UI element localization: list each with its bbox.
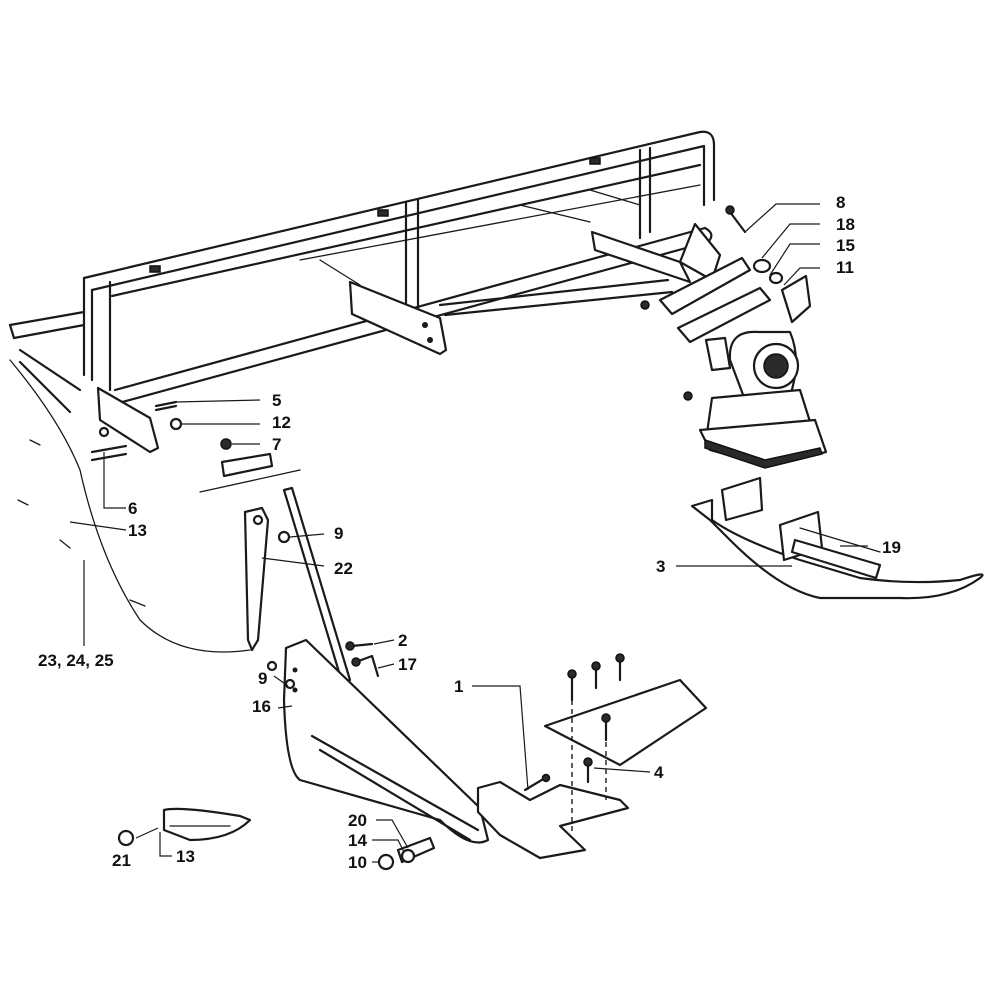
right-bracket-assembly	[640, 205, 812, 401]
motor-housing	[698, 330, 828, 469]
callout-3: 3	[656, 557, 665, 576]
leader-lines	[69, 203, 868, 863]
callout-21: 21	[112, 851, 131, 870]
callout-5: 5	[272, 391, 281, 410]
callout-15: 15	[836, 236, 855, 255]
callouts: 8 18 15 11 5 12 7 6 13 9 22 19 3 23, 24,…	[38, 193, 901, 872]
cross-bar	[96, 226, 713, 454]
mount-plate	[476, 653, 708, 860]
callout-6: 6	[128, 499, 137, 518]
callout-7: 7	[272, 435, 281, 454]
callout-9-lower: 9	[258, 669, 267, 688]
callout-13-lower: 13	[176, 847, 195, 866]
callout-12: 12	[272, 413, 291, 432]
left-fasteners	[90, 400, 274, 478]
clip-part	[117, 807, 252, 847]
bottom-fasteners	[377, 836, 436, 871]
callout-16: 16	[252, 697, 271, 716]
callout-22: 22	[334, 559, 353, 578]
callout-13-upper: 13	[128, 521, 147, 540]
railing-frame	[8, 130, 716, 414]
callout-23-24-25: 23, 24, 25	[38, 651, 114, 670]
callout-9-upper: 9	[334, 524, 343, 543]
callout-1: 1	[454, 677, 463, 696]
callout-11: 11	[836, 258, 854, 277]
ski-runner	[690, 476, 984, 600]
callout-10: 10	[348, 853, 367, 872]
callout-4: 4	[654, 763, 664, 782]
callout-18: 18	[836, 215, 855, 234]
vehicle-body-outline	[9, 359, 301, 653]
callout-19: 19	[882, 538, 901, 557]
callout-8: 8	[836, 193, 845, 212]
callout-20: 20	[348, 811, 367, 830]
callout-14: 14	[348, 831, 367, 850]
side-bracket	[266, 638, 490, 844]
callout-17: 17	[398, 655, 417, 674]
callout-2: 2	[398, 631, 407, 650]
